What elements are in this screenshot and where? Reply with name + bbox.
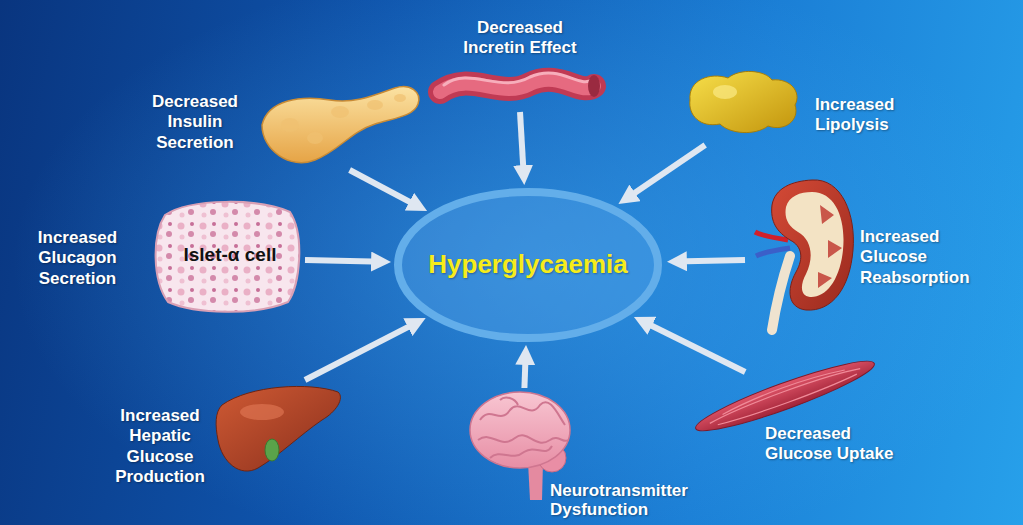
factor-label: Increased Lipolysis (680, 65, 932, 145)
arrow-connector (305, 260, 383, 262)
factor-label: Increased Glucose Reabsorption (745, 172, 1010, 332)
factor-text: Neurotransmitter Dysfunction (550, 481, 730, 519)
arrow-connector (350, 170, 420, 207)
factor-text: Decreased Incretin Effect (445, 18, 595, 59)
pancreas-illustration (262, 87, 419, 163)
intestine-illustration (440, 73, 600, 97)
arrow-connector (520, 112, 524, 177)
liver-illustration (216, 386, 340, 471)
arrow-connector (675, 260, 745, 262)
factor-label: Neurotransmitter Dysfunction (465, 388, 735, 522)
factor-label: Decreased Glucose Uptake (675, 372, 935, 467)
factor-text: Decreased Glucose Uptake (765, 424, 915, 465)
arrow-connector (524, 353, 525, 388)
kidney-illustration (755, 180, 853, 330)
arrow-connector (625, 145, 705, 200)
islet-illustration (156, 202, 300, 312)
factor-text: Increased Lipolysis (815, 95, 930, 136)
factor-label: Decreased Insulin Secretion (135, 70, 425, 170)
factor-text: Decreased Insulin Secretion (135, 92, 255, 153)
factor-text: Increased Glucose Reabsorption (860, 227, 995, 288)
hyperglycaemia-ellipse: Hyperglycaemia (393, 187, 665, 343)
cell-text: Islet-α cell (160, 244, 300, 267)
islet-cell-label: Increased Glucagon Secretion Islet-α cell (20, 198, 305, 313)
arrow-connector (305, 322, 419, 380)
center-title: Hyperglycaemia (393, 249, 663, 280)
fat-illustration (690, 71, 797, 132)
factor-label: Decreased Incretin Effect (420, 12, 620, 112)
factor-text: Increased Hepatic Glucose Production (100, 406, 220, 488)
factor-label: Increased Hepatic Glucose Production (100, 380, 350, 498)
factor-text: Increased Glucagon Secretion (20, 228, 135, 289)
arrow-connector (641, 320, 745, 372)
